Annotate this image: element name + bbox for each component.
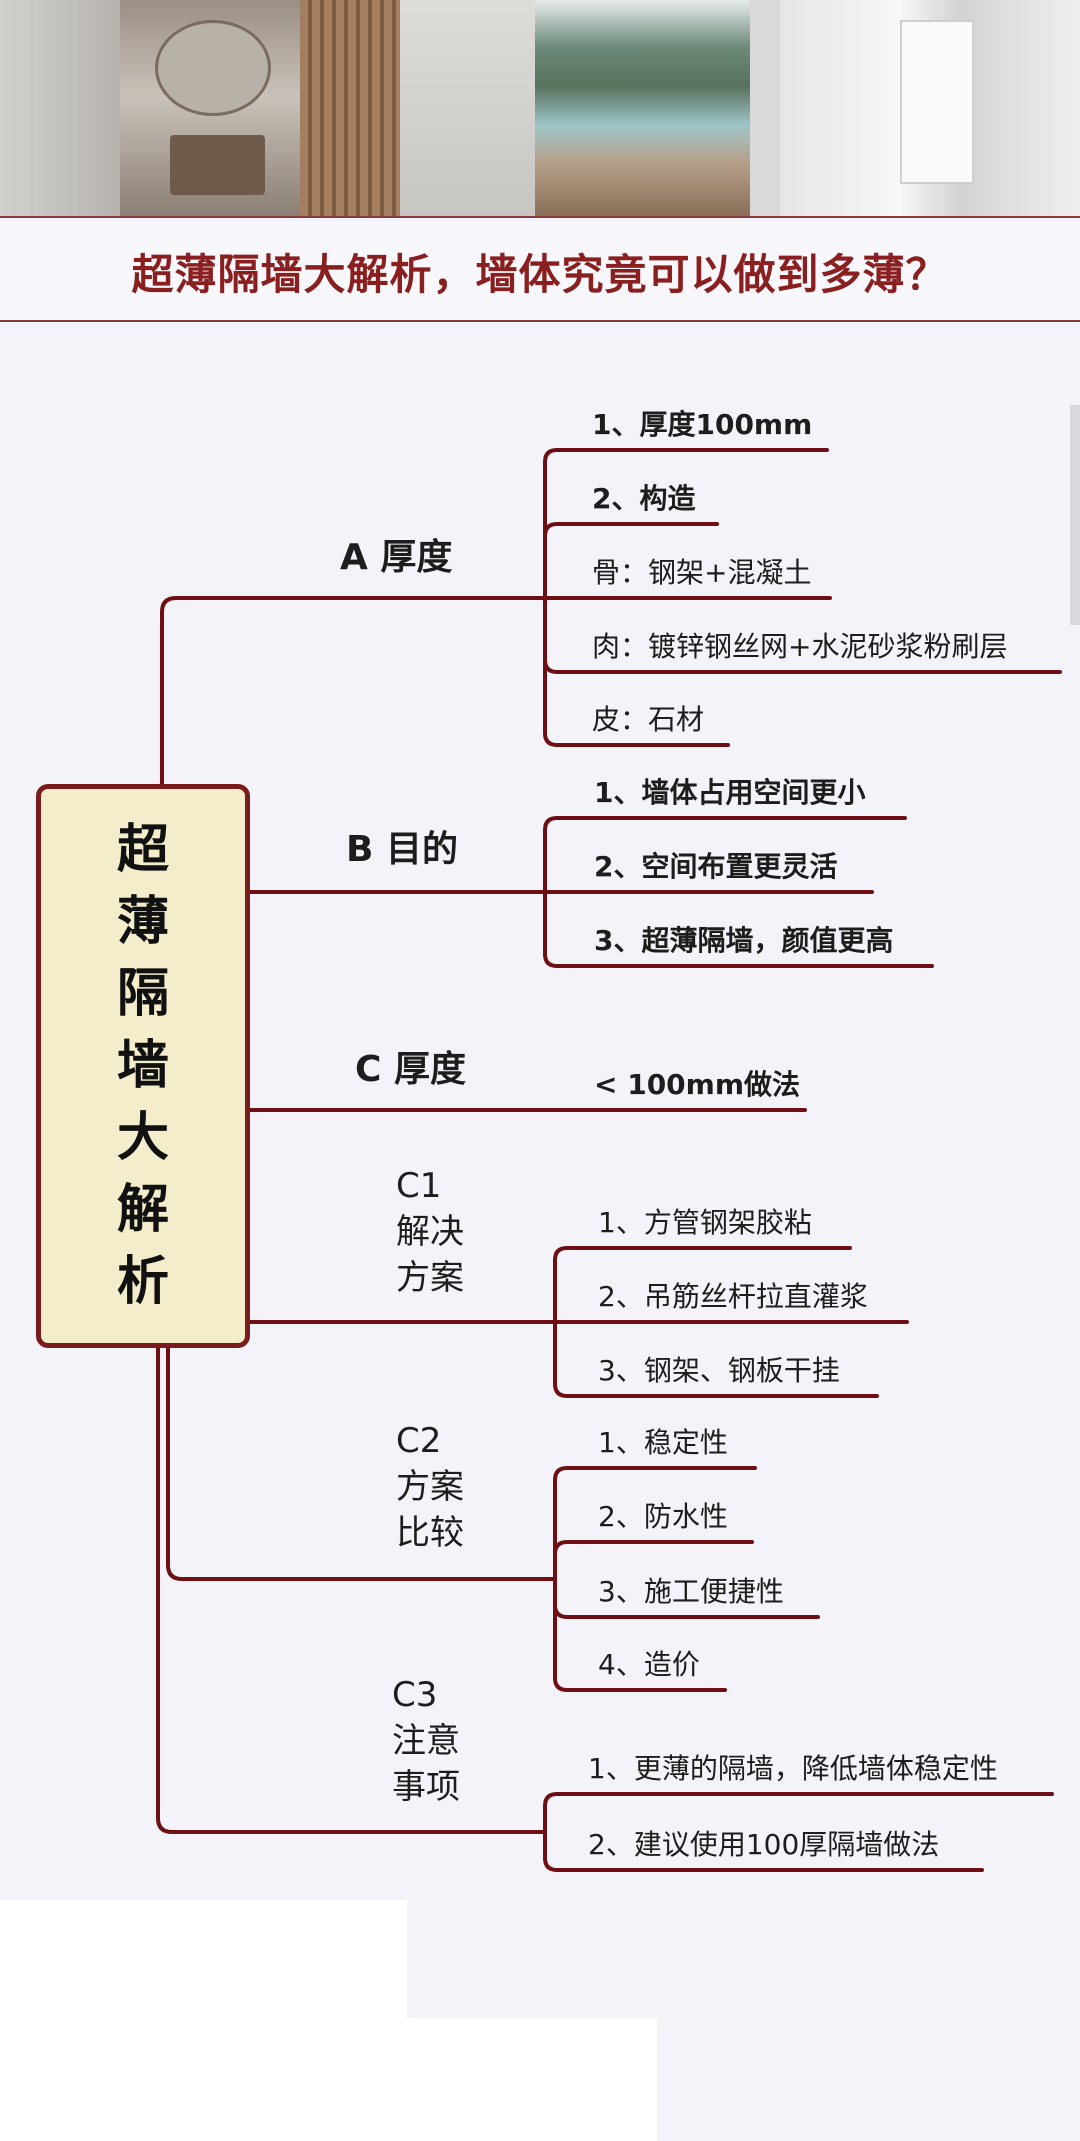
central-char: 析 [116,1252,169,1312]
branch-a-item: 骨：钢架+混凝土 [592,556,812,589]
branch-c2-item: 2、防水性 [598,1500,728,1533]
branch-c3-label: C3 注意 事项 [392,1672,482,1810]
branch-b-label: B 目的 [346,829,458,870]
central-char: 隔 [116,964,169,1024]
branch-c2-item: 1、稳定性 [598,1426,728,1459]
photo-wood-slats [300,0,400,216]
branch-a-label: A 厚度 [340,537,453,578]
central-char: 薄 [116,892,169,952]
branch-c1-label-line: C1 [396,1166,442,1206]
branch-a-item: 1、厚度100mm [592,408,813,441]
branch-c1-item: 1、方管钢架胶粘 [598,1206,812,1239]
photo-window-view [535,0,750,216]
branch-a-item: 2、构造 [592,482,696,515]
branch-a-item: 皮：石材 [592,703,705,736]
branch-c1-label-line: 方案 [396,1258,464,1298]
branch-b-item: 3、超薄隔墙，颜值更高 [594,924,894,957]
branch-a-item: 肉：镀锌钢丝网+水泥砂浆粉刷层 [592,630,1008,663]
photo-white-corridor [780,0,1080,216]
connector-a [160,596,547,786]
blank-area [0,1900,407,2141]
title-bar: 超薄隔墙大解析，墙体究竟可以做到多薄？ [0,222,1080,322]
branch-c2-item: 4、造价 [598,1648,700,1681]
branch-c2-label: C2 方案 比较 [396,1418,486,1556]
connector-c2 [166,1346,557,1581]
photo-wall-panel [0,0,120,216]
branch-c2-label-line: 方案 [396,1467,464,1507]
branch-c1-item: 3、钢架、钢板干挂 [598,1354,840,1387]
branch-c3-item: 2、建议使用100厚隔墙做法 [588,1828,940,1861]
central-topic: 超 薄 隔 墙 大 解 析 [36,784,250,1348]
central-char: 大 [116,1108,169,1168]
blank-area [407,2018,657,2141]
scrollbar-thumb[interactable] [1070,405,1080,625]
photo-bathroom-mirror [120,0,300,216]
branch-c-item: < 100mm做法 [594,1068,801,1101]
photo-divider [750,0,780,216]
branch-c1-label-line: 解决 [396,1212,464,1252]
branch-c3-label-line: 事项 [392,1767,460,1807]
branch-c2-label-line: C2 [396,1421,442,1461]
central-char: 墙 [116,1036,169,1096]
branch-b-item: 1、墙体占用空间更小 [594,776,866,809]
branch-c-label: C 厚度 [355,1049,466,1090]
branch-c2-label-line: 比较 [396,1513,464,1553]
branch-c2-item: 3、施工便捷性 [598,1575,784,1608]
branch-c1-label: C1 解决 方案 [396,1163,486,1301]
branch-c3-label-line: 注意 [392,1721,460,1761]
central-char: 超 [116,820,169,880]
photo-grey-wall [400,0,535,216]
central-char: 解 [116,1180,169,1240]
header-photo-strip [0,0,1080,218]
connector-c3 [156,1346,547,1834]
branch-c3-label-line: C3 [392,1675,438,1715]
page-title: 超薄隔墙大解析，墙体究竟可以做到多薄？ [131,249,949,299]
branch-c1-item: 2、吊筋丝杆拉直灌浆 [598,1280,868,1313]
branch-b-item: 2、空间布置更灵活 [594,850,838,883]
branch-c3-item: 1、更薄的隔墙，降低墙体稳定性 [588,1752,998,1785]
